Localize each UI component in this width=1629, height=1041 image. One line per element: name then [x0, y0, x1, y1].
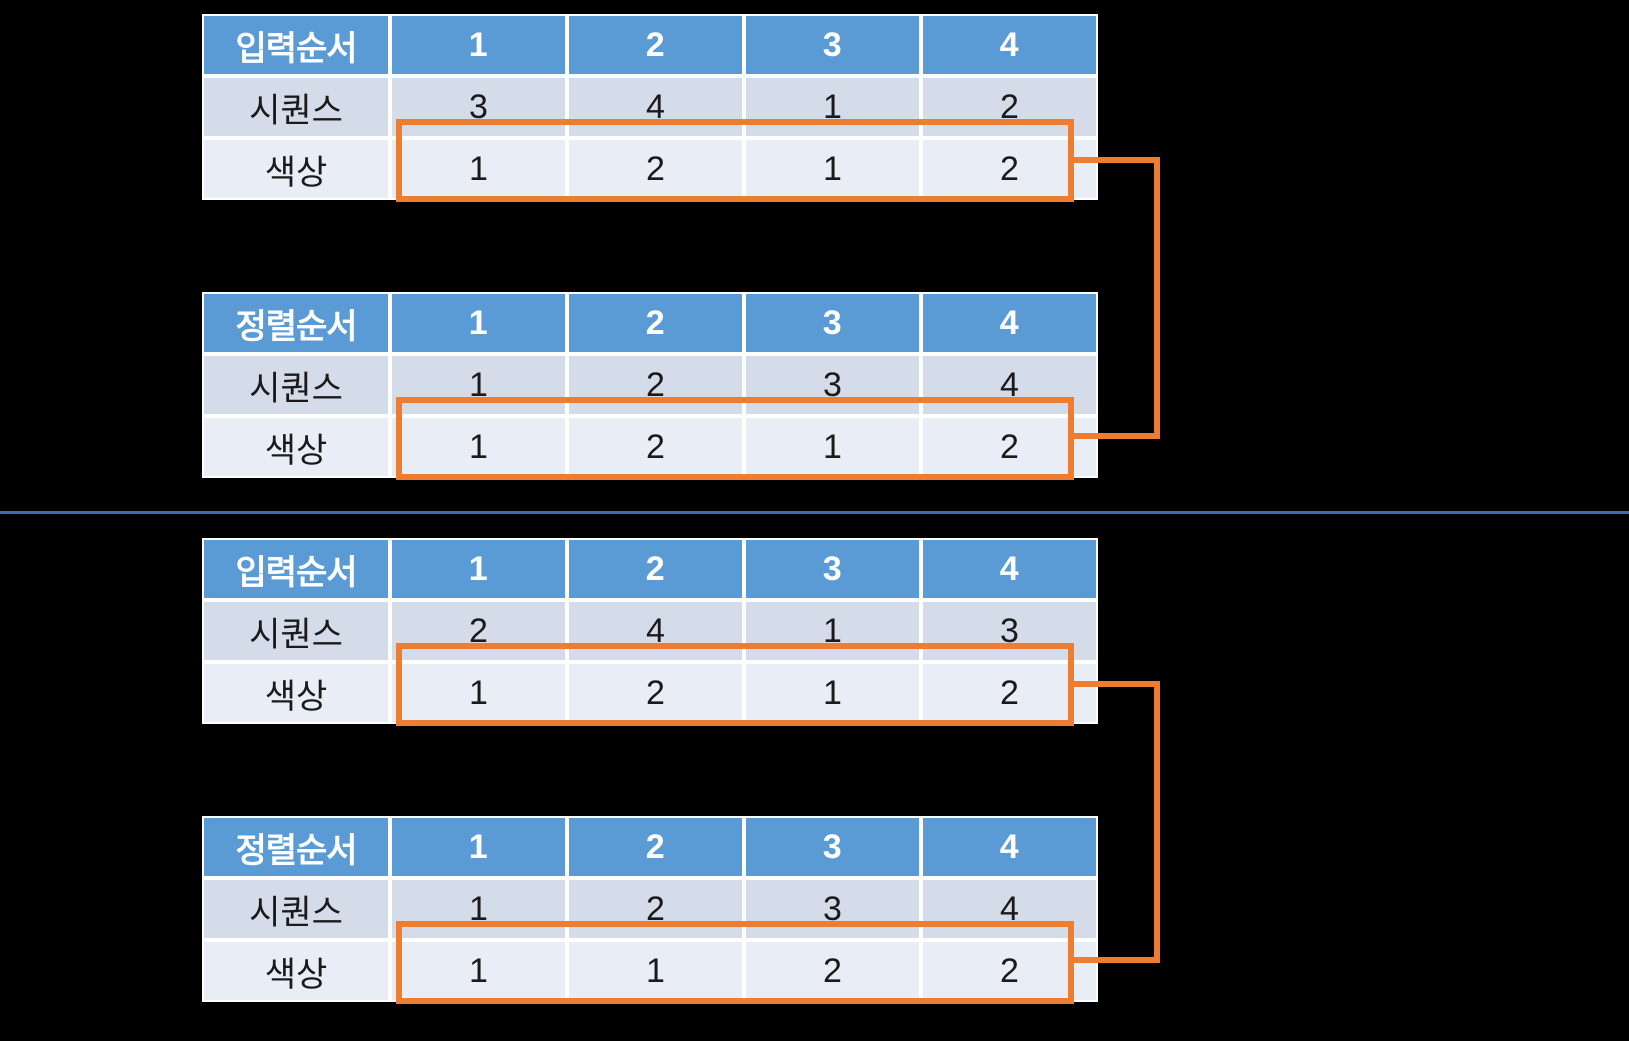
cell-color-2: 2 [567, 138, 744, 200]
table-row-sequence: 시퀀스 1 2 3 4 [202, 354, 1098, 416]
row-label-color: 색상 [202, 940, 390, 1002]
cell-sequence-4: 2 [921, 76, 1098, 138]
header-col-1: 1 [390, 538, 567, 600]
cell-color-3: 1 [744, 138, 921, 200]
cell-sequence-2: 2 [567, 354, 744, 416]
header-label: 입력순서 [202, 538, 390, 600]
table-row-color: 색상 1 1 2 2 [202, 940, 1098, 1002]
header-col-4: 4 [921, 14, 1098, 76]
header-col-2: 2 [567, 14, 744, 76]
row-label-sequence: 시퀀스 [202, 76, 390, 138]
cell-color-1: 1 [390, 940, 567, 1002]
row-label-color: 색상 [202, 138, 390, 200]
table-row-sequence: 시퀀스 1 2 3 4 [202, 878, 1098, 940]
cell-sequence-1: 1 [390, 878, 567, 940]
header-col-1: 1 [390, 14, 567, 76]
cell-sequence-3: 3 [744, 354, 921, 416]
table-header-row: 정렬순서 1 2 3 4 [202, 292, 1098, 354]
cell-color-4: 2 [921, 138, 1098, 200]
header-label: 정렬순서 [202, 292, 390, 354]
table-sorted-order-top: 정렬순서 1 2 3 4 시퀀스 1 2 3 4 색상 1 2 1 2 [202, 292, 1098, 478]
table-header-row: 입력순서 1 2 3 4 [202, 14, 1098, 76]
header-col-1: 1 [390, 292, 567, 354]
table-header-row: 정렬순서 1 2 3 4 [202, 816, 1098, 878]
cell-sequence-1: 1 [390, 354, 567, 416]
header-col-2: 2 [567, 538, 744, 600]
header-col-4: 4 [921, 292, 1098, 354]
cell-color-2: 2 [567, 662, 744, 724]
header-col-3: 3 [744, 14, 921, 76]
header-col-4: 4 [921, 538, 1098, 600]
header-label: 입력순서 [202, 14, 390, 76]
table-header-row: 입력순서 1 2 3 4 [202, 538, 1098, 600]
connector-segment-vertical [1154, 681, 1160, 963]
row-label-sequence: 시퀀스 [202, 354, 390, 416]
table-row-color: 색상 1 2 1 2 [202, 416, 1098, 478]
section-divider [0, 511, 1629, 514]
header-col-4: 4 [921, 816, 1098, 878]
table-row-color: 색상 1 2 1 2 [202, 662, 1098, 724]
row-label-sequence: 시퀀스 [202, 600, 390, 662]
header-col-3: 3 [744, 292, 921, 354]
cell-sequence-4: 4 [921, 354, 1098, 416]
row-label-sequence: 시퀀스 [202, 878, 390, 940]
row-label-color: 색상 [202, 662, 390, 724]
cell-sequence-2: 4 [567, 600, 744, 662]
cell-sequence-1: 3 [390, 76, 567, 138]
table-row-sequence: 시퀀스 2 4 1 3 [202, 600, 1098, 662]
cell-sequence-4: 4 [921, 878, 1098, 940]
cell-color-2: 1 [567, 940, 744, 1002]
cell-color-1: 1 [390, 138, 567, 200]
cell-color-1: 1 [390, 662, 567, 724]
cell-sequence-2: 2 [567, 878, 744, 940]
cell-sequence-3: 3 [744, 878, 921, 940]
header-col-1: 1 [390, 816, 567, 878]
header-col-2: 2 [567, 292, 744, 354]
row-label-color: 색상 [202, 416, 390, 478]
cell-color-1: 1 [390, 416, 567, 478]
cell-sequence-4: 3 [921, 600, 1098, 662]
cell-sequence-1: 2 [390, 600, 567, 662]
cell-color-3: 1 [744, 662, 921, 724]
table-input-order-bottom: 입력순서 1 2 3 4 시퀀스 2 4 1 3 색상 1 2 1 2 [202, 538, 1098, 724]
cell-sequence-3: 1 [744, 76, 921, 138]
header-col-2: 2 [567, 816, 744, 878]
cell-sequence-2: 4 [567, 76, 744, 138]
header-label: 정렬순서 [202, 816, 390, 878]
table-input-order-top: 입력순서 1 2 3 4 시퀀스 3 4 1 2 색상 1 2 1 2 [202, 14, 1098, 200]
cell-color-4: 2 [921, 940, 1098, 1002]
connector-segment-vertical [1154, 157, 1160, 439]
cell-color-3: 2 [744, 940, 921, 1002]
header-col-3: 3 [744, 816, 921, 878]
cell-color-3: 1 [744, 416, 921, 478]
table-sorted-order-bottom: 정렬순서 1 2 3 4 시퀀스 1 2 3 4 색상 1 1 2 2 [202, 816, 1098, 1002]
cell-color-2: 2 [567, 416, 744, 478]
table-row-color: 색상 1 2 1 2 [202, 138, 1098, 200]
cell-color-4: 2 [921, 416, 1098, 478]
header-col-3: 3 [744, 538, 921, 600]
cell-sequence-3: 1 [744, 600, 921, 662]
table-row-sequence: 시퀀스 3 4 1 2 [202, 76, 1098, 138]
cell-color-4: 2 [921, 662, 1098, 724]
